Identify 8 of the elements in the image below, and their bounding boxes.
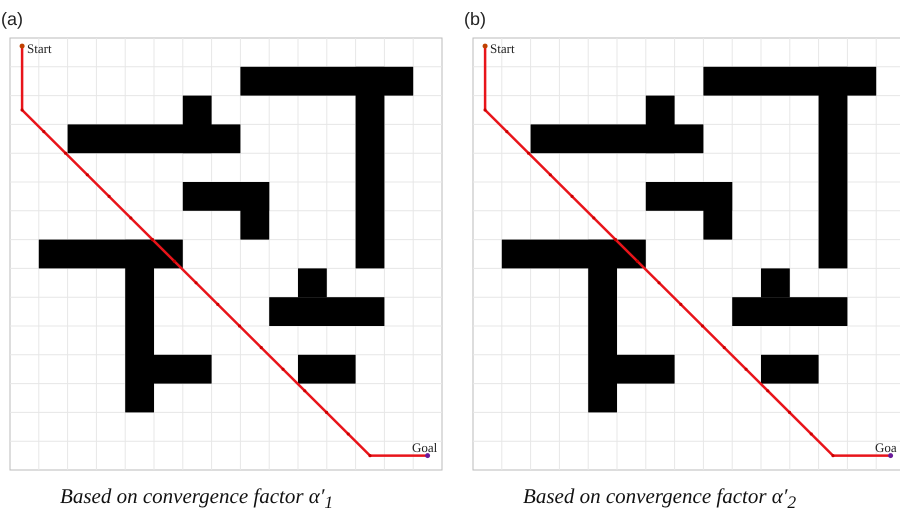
figure-caption: Based on convergence factor α′$_{2}$ xyxy=(523,486,796,512)
figure-caption: Based on convergence factor α′$_{1}$ xyxy=(60,486,334,512)
goal-label: Goa xyxy=(875,441,897,454)
panel-label: (b) xyxy=(464,10,486,28)
goal-label: Goal xyxy=(412,441,438,454)
start-label: Start xyxy=(490,42,515,55)
start-label: Start xyxy=(27,42,52,55)
panel-label: (a) xyxy=(1,10,23,28)
